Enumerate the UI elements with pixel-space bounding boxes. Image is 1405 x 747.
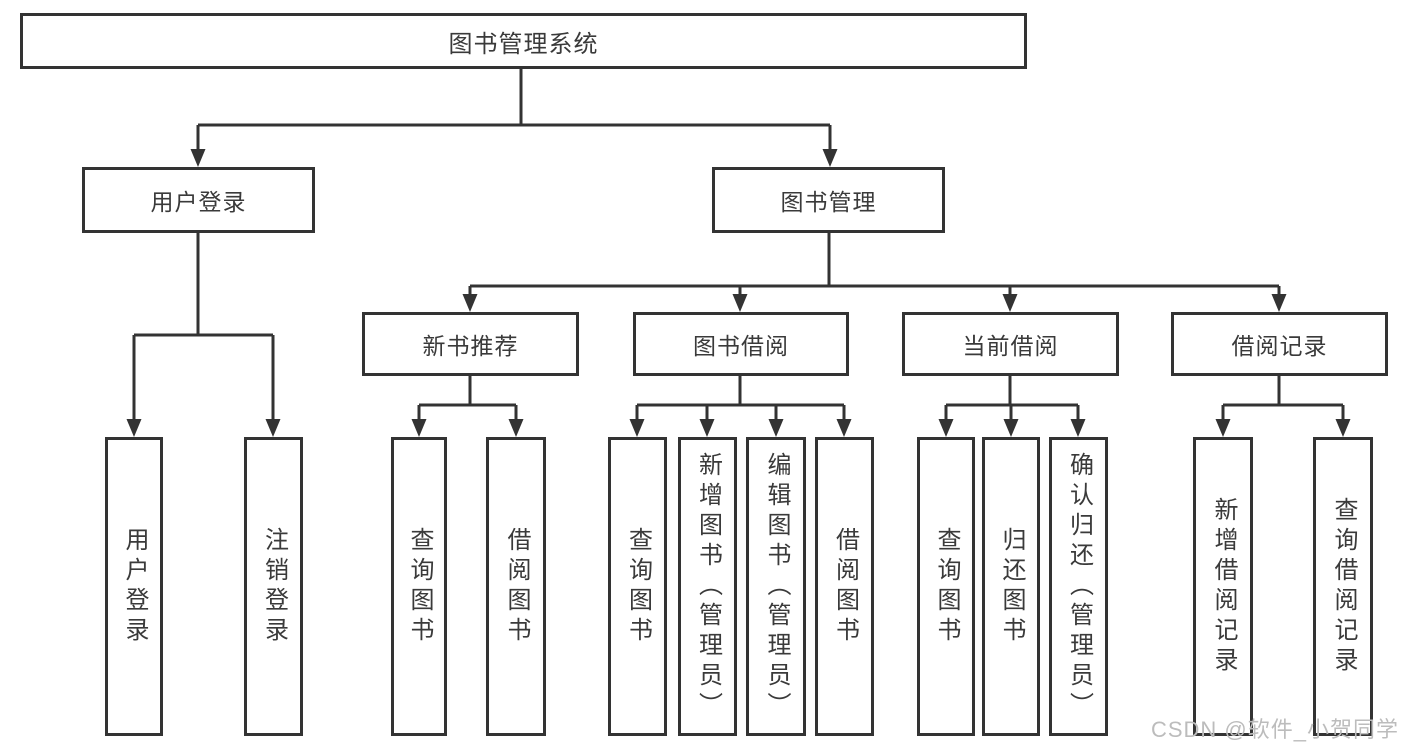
leaf-query-books-3-label: 查询图书: [933, 526, 960, 647]
leaf-user-login-label: 用户登录: [121, 526, 148, 647]
leaf-query-borrow-record-label: 查询借阅记录: [1330, 496, 1357, 677]
leaf-borrow-books-2: 借阅图书: [815, 437, 874, 736]
arrowhead: [462, 294, 478, 312]
arrowhead: [822, 149, 838, 167]
node-borrow-records: 借阅记录: [1171, 312, 1388, 376]
arrowhead: [1002, 294, 1018, 312]
leaf-add-borrow-record: 新增借阅记录: [1193, 437, 1253, 736]
connector-records-to-leaves: [1215, 376, 1351, 437]
arrowhead: [1271, 294, 1287, 312]
leaf-add-books-admin: 新增图书（管理员）: [678, 437, 737, 736]
node-borrow-records-label: 借阅记录: [1231, 333, 1328, 359]
leaf-query-books-1: 查询图书: [391, 437, 447, 736]
connector-bookmgmt-to-level3: [462, 233, 1287, 312]
leaf-user-login: 用户登录: [105, 437, 163, 736]
leaf-add-borrow-record-label: 新增借阅记录: [1210, 496, 1237, 677]
leaf-edit-books-admin: 编辑图书（管理员）: [746, 437, 806, 736]
connector-userlogin-to-leaves: [126, 233, 281, 437]
arrowhead: [1070, 419, 1086, 437]
leaf-borrow-books-2-label: 借阅图书: [831, 526, 859, 647]
connector-currentborrow-to-leaves: [938, 376, 1086, 437]
leaf-edit-books-admin-label: 编辑图书（管理员）: [763, 451, 790, 722]
leaf-logout: 注销登录: [244, 437, 303, 736]
arrowhead: [768, 419, 784, 437]
node-new-book-recommend-label: 新书推荐: [422, 333, 519, 359]
node-user-login-label: 用户登录: [150, 189, 247, 215]
leaf-borrow-books-1: 借阅图书: [486, 437, 546, 736]
node-user-login: 用户登录: [82, 167, 315, 233]
node-book-management-label: 图书管理: [780, 189, 877, 215]
arrowhead: [265, 419, 281, 437]
arrowhead: [732, 294, 748, 312]
leaf-borrow-books-1-label: 借阅图书: [503, 526, 530, 647]
arrowhead: [1003, 419, 1019, 437]
connector-root-to-level2: [190, 69, 838, 167]
leaf-query-borrow-record: 查询借阅记录: [1313, 437, 1373, 736]
leaf-return-books: 归还图书: [982, 437, 1040, 736]
node-root-label: 图书管理系统: [448, 30, 599, 58]
leaf-logout-label: 注销登录: [260, 526, 288, 647]
arrowhead: [629, 419, 645, 437]
node-current-borrow-label: 当前借阅: [962, 333, 1059, 359]
connector-newbooks-to-leaves: [411, 376, 524, 437]
leaf-confirm-return-admin: 确认归还（管理员）: [1049, 437, 1108, 736]
node-current-borrow: 当前借阅: [902, 312, 1119, 376]
leaf-query-books-2-label: 查询图书: [624, 526, 652, 647]
leaf-return-books-label: 归还图书: [998, 526, 1025, 647]
node-root: 图书管理系统: [20, 13, 1027, 69]
leaf-query-books-3: 查询图书: [917, 437, 975, 736]
leaf-add-books-admin-label: 新增图书（管理员）: [694, 451, 722, 722]
node-new-book-recommend: 新书推荐: [362, 312, 579, 376]
node-book-borrow: 图书借阅: [633, 312, 849, 376]
arrowhead: [190, 149, 206, 167]
watermark: CSDN @软件_小贺同学: [1150, 717, 1399, 742]
arrowhead: [126, 419, 142, 437]
arrowhead: [938, 419, 954, 437]
arrowhead: [411, 419, 427, 437]
arrowhead: [699, 419, 715, 437]
leaf-query-books-2: 查询图书: [608, 437, 667, 736]
leaf-confirm-return-admin-label: 确认归还（管理员）: [1065, 451, 1093, 722]
arrowhead: [836, 419, 852, 437]
leaf-query-books-1-label: 查询图书: [406, 526, 433, 647]
arrowhead: [1335, 419, 1351, 437]
arrowhead: [508, 419, 524, 437]
node-book-borrow-label: 图书借阅: [693, 333, 789, 359]
connector-bookborrow-to-leaves: [629, 376, 852, 437]
arrowhead: [1215, 419, 1231, 437]
node-book-management: 图书管理: [712, 167, 945, 233]
